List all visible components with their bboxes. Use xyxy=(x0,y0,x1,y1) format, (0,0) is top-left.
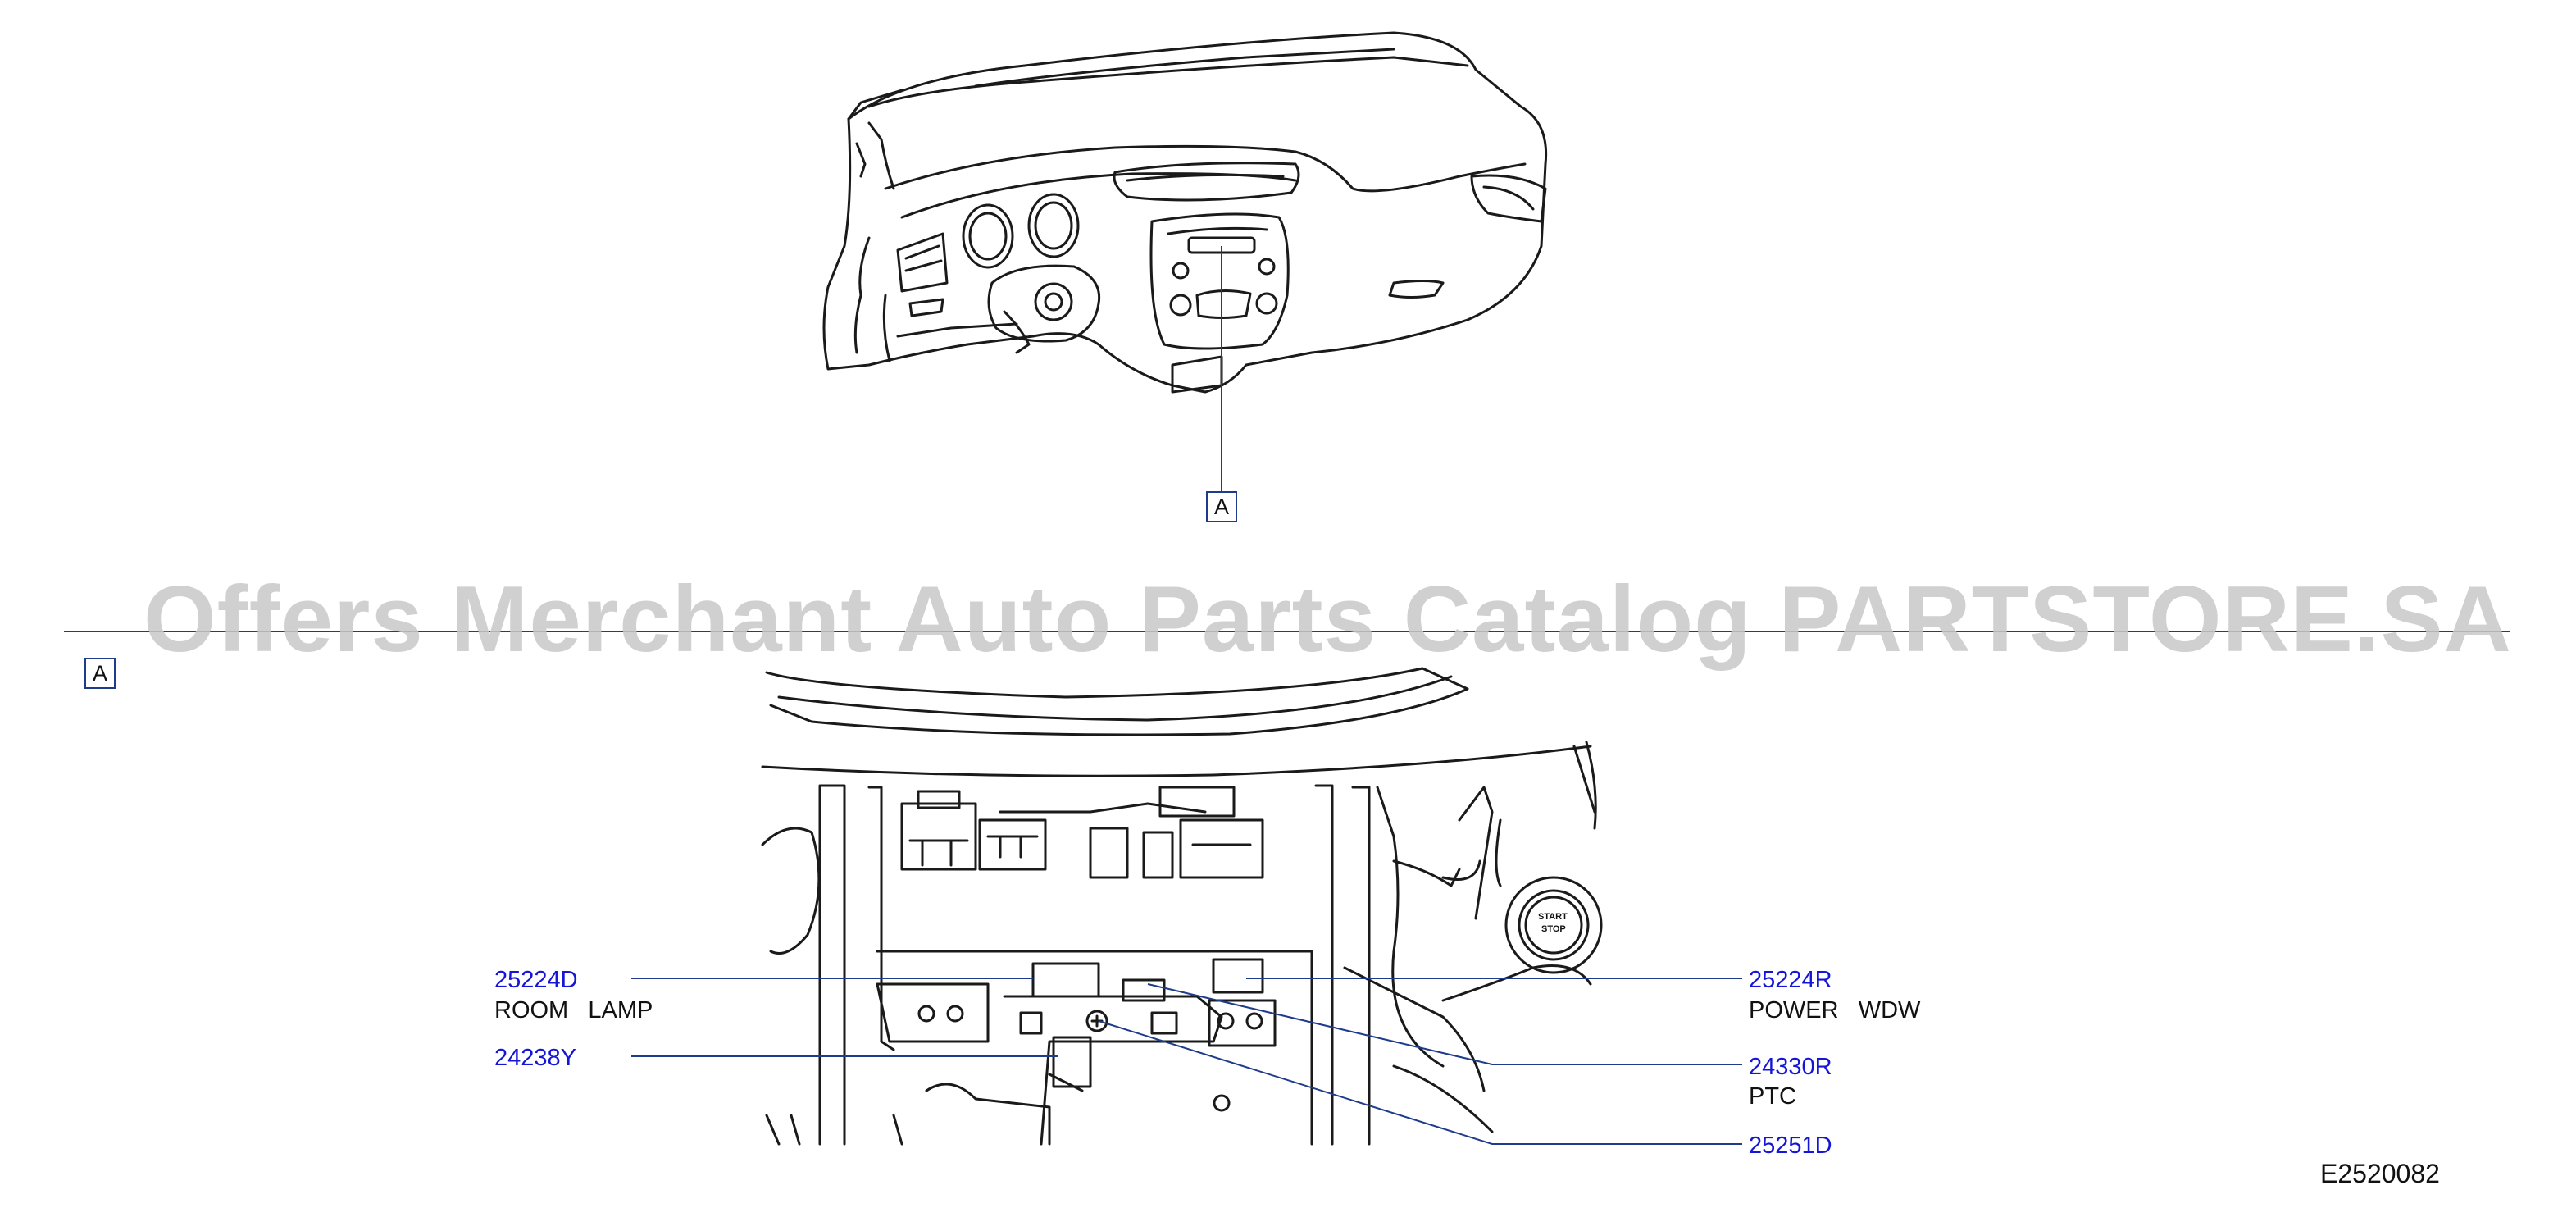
part-number-25224R[interactable]: 25224R xyxy=(1749,967,1832,993)
drawing-id: E2520082 xyxy=(2320,1159,2440,1188)
part-description-room-lamp: ROOM LAMP xyxy=(494,997,653,1023)
detail-view-a-drawing xyxy=(761,667,1603,1146)
detail-leader-lines xyxy=(631,978,1742,1145)
view-a-marker[interactable]: A xyxy=(1206,491,1237,522)
section-a-marker: A xyxy=(84,658,116,689)
part-description-ptc: PTC xyxy=(1749,1083,1796,1110)
part-number-24330R[interactable]: 24330R xyxy=(1749,1054,1832,1080)
part-number-25251D[interactable]: 25251D xyxy=(1749,1133,1832,1159)
start-button-line2: STOP xyxy=(1541,924,1566,934)
watermark-text: Offers Merchant Auto Parts Catalog PARTS… xyxy=(143,567,2512,672)
start-button-line1: START xyxy=(1538,912,1568,922)
part-number-25224D[interactable]: 25224D xyxy=(494,967,578,993)
part-number-24238Y[interactable]: 24238Y xyxy=(494,1045,576,1071)
part-description-power-wdw: POWER WDW xyxy=(1749,997,1921,1023)
instrument-panel-drawing xyxy=(822,31,1548,394)
